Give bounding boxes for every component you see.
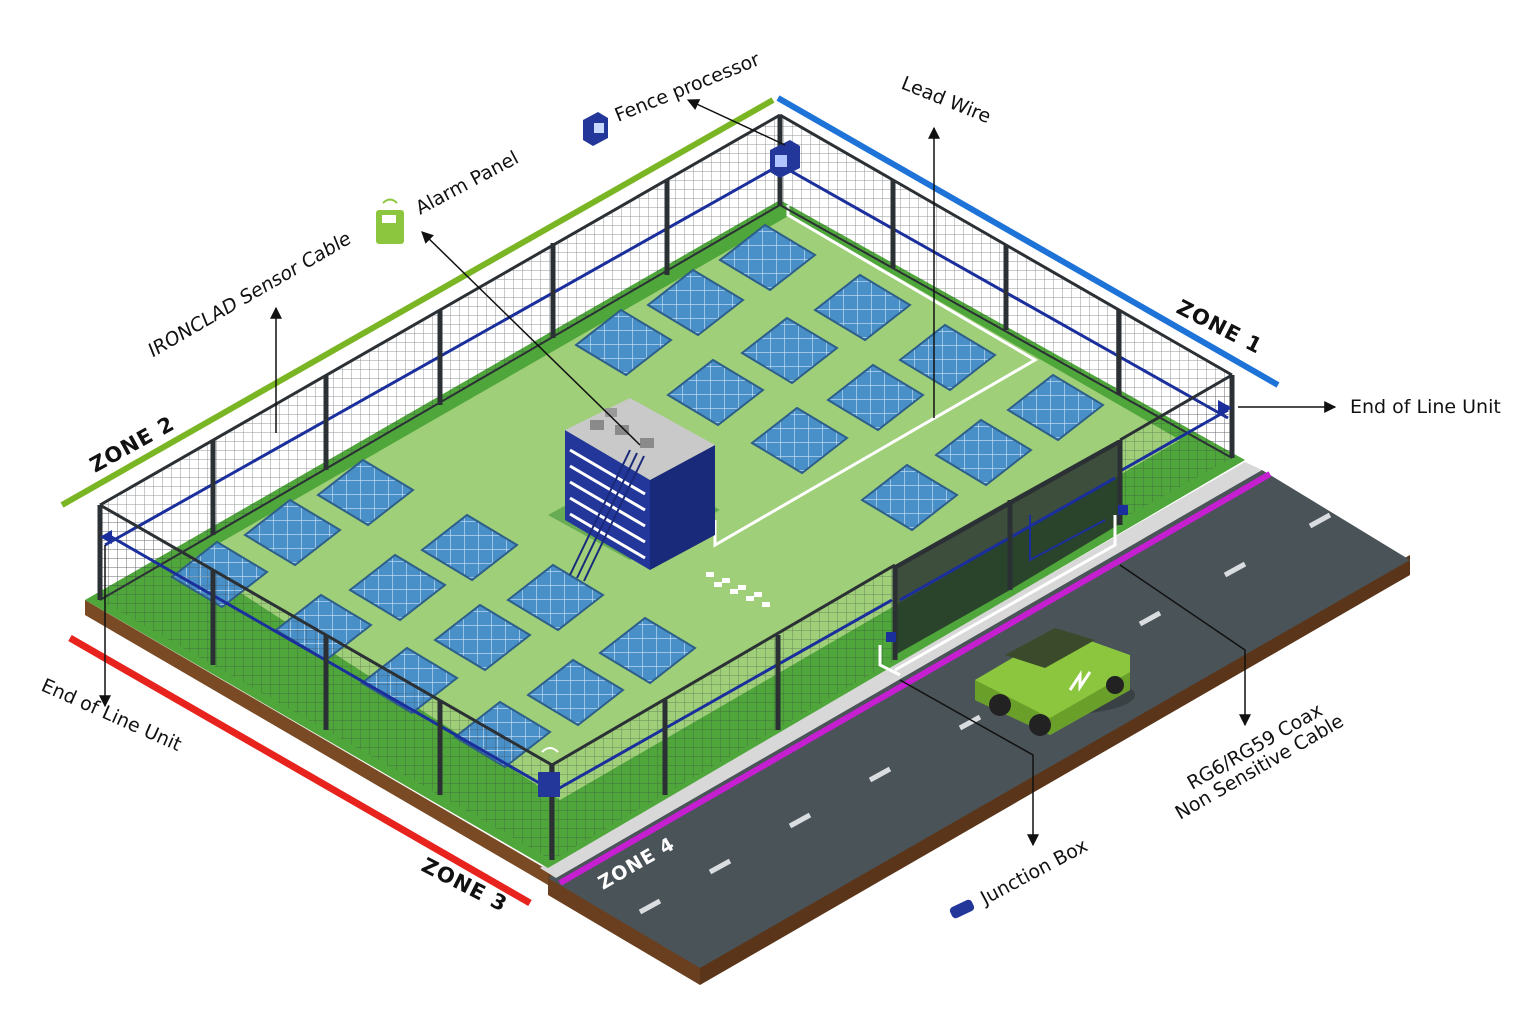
car-icon (975, 628, 1135, 736)
zone2-line (60, 97, 775, 508)
solar-panel (934, 418, 1033, 487)
solar-panel (860, 463, 959, 532)
fence-processor-unit (770, 140, 800, 178)
solar-panel (433, 603, 532, 672)
solar-panel (826, 363, 925, 432)
alarm-panel-label: Alarm Panel (412, 147, 522, 220)
sensor-cable-label: IRONCLAD Sensor Cable (145, 226, 354, 363)
gate-junction-box (1118, 505, 1128, 515)
zone3-line (68, 634, 532, 907)
solar-panel (574, 308, 673, 377)
solar-panel (243, 498, 342, 567)
zone-processor-unit (538, 747, 560, 797)
fence-front-right (551, 373, 1233, 860)
paving-mark (706, 572, 770, 607)
solar-panel (666, 358, 765, 427)
solar-panel (420, 513, 519, 582)
fence-processor-icon (583, 112, 608, 146)
solar-panel (348, 553, 447, 622)
solar-panel (1006, 373, 1105, 442)
sidewalk (540, 462, 1262, 878)
solar-panel (646, 268, 745, 337)
solar-panel (506, 563, 605, 632)
solar-panel (598, 616, 697, 685)
control-building-icon (548, 398, 720, 570)
lead-wire-path (713, 205, 1038, 548)
fence-processor-label: Fence processor (612, 48, 763, 126)
lane-markings (638, 512, 1332, 915)
lead-wire-label: Lead Wire (898, 72, 994, 128)
sliding-gate (878, 440, 1118, 677)
gate-junction-box-2 (886, 632, 896, 642)
fence-posts-front (210, 440, 1123, 860)
solar-panel (316, 458, 415, 527)
solar-panel (750, 406, 849, 475)
eol-right-label: End of Line Unit (1350, 396, 1501, 418)
eol-markers (100, 400, 1232, 544)
alarm-panel-icon (376, 198, 404, 244)
solar-panel (526, 658, 625, 727)
junction-box-label: Junction Box (976, 835, 1091, 910)
building-cables (569, 449, 645, 582)
zone4-line (558, 471, 1272, 886)
junction-box-icon (949, 899, 975, 919)
leader-arrows (99, 99, 1337, 847)
eol-left-label: End of Line Unit (38, 674, 185, 755)
zone1-line (776, 95, 1280, 388)
solar-panel (718, 223, 817, 292)
solar-panel (740, 316, 839, 385)
solar-panel (813, 273, 912, 342)
